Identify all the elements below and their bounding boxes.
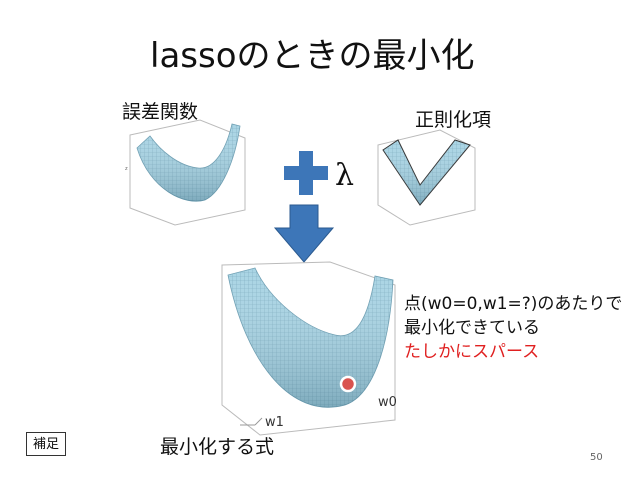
note-line-1: 点(w0=0,w1=?)のあたりで xyxy=(404,294,623,314)
annotation-text: 点(w0=0,w1=?)のあたりで 最小化できている たしかにスパース xyxy=(404,292,622,364)
note-line-2: 最小化できている xyxy=(404,318,540,338)
error-function-plot: z xyxy=(125,119,246,226)
regularizer-label: 正則化項 xyxy=(415,109,492,131)
note-line-3: たしかにスパース xyxy=(404,342,540,362)
down-arrow-icon xyxy=(273,204,335,263)
supplement-tag: 補足 xyxy=(26,432,66,456)
plus-icon xyxy=(284,151,328,195)
minimization-plot xyxy=(221,261,396,436)
regularizer-plot xyxy=(377,129,476,226)
slide-title: lassoのときの最小化 xyxy=(150,36,475,76)
axis-w1-label: w1 xyxy=(265,415,284,430)
minimum-marker xyxy=(339,375,357,393)
lambda-symbol: λ xyxy=(335,158,355,193)
error-function-label: 誤差関数 xyxy=(122,101,199,123)
svg-text:z: z xyxy=(125,166,128,172)
axis-w0-label: w0 xyxy=(378,395,397,410)
page-number: 50 xyxy=(590,452,603,463)
minimize-expression-label: 最小化する式 xyxy=(160,436,275,458)
